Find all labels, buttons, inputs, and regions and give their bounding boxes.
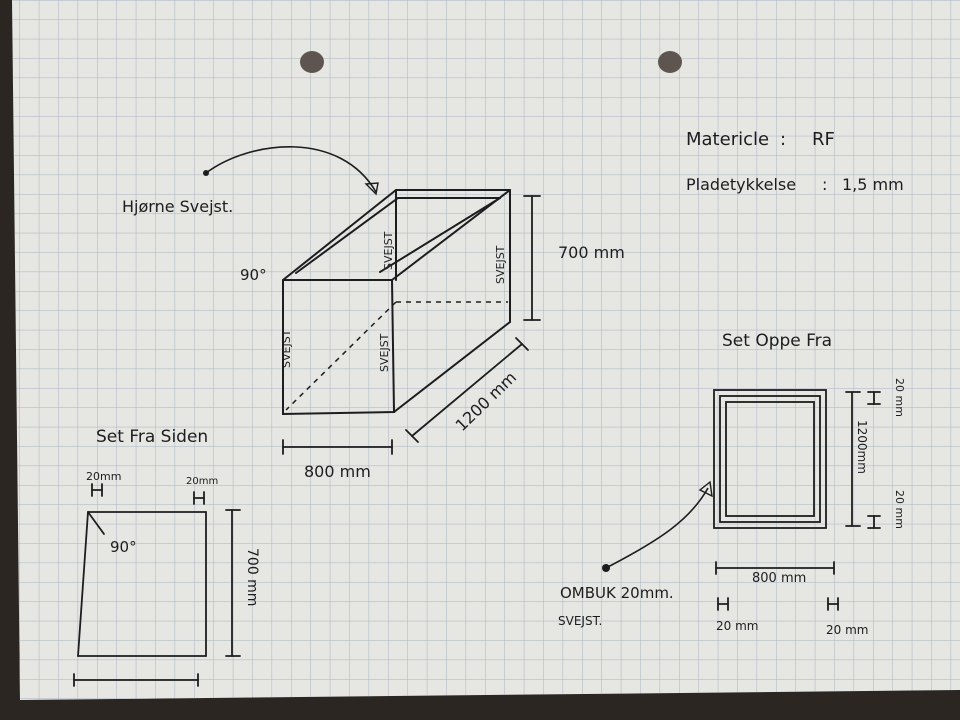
side-view-drawing	[73, 483, 241, 687]
hidden-edges	[285, 301, 508, 411]
material-value: RF	[812, 129, 835, 150]
iso-dimension-lines	[282, 195, 541, 455]
top-flange-left-label: 20 mm	[716, 619, 758, 633]
fold-note-line1: OMBUK 20mm.	[560, 584, 674, 602]
thickness-value: 1,5 mm	[842, 175, 904, 194]
punch-hole-left	[300, 51, 324, 73]
side-view-title: Set Fra Siden	[96, 427, 208, 447]
top-depth-label: 1200mm	[855, 420, 869, 474]
material-label: Matericle	[686, 129, 769, 150]
side-angle-label: 90°	[110, 538, 137, 556]
side-flange-right-label: 20mm	[186, 476, 218, 487]
thickness-label: Pladetykkelse	[686, 175, 796, 194]
paper-grid	[12, 0, 960, 700]
weld-label-right: SVEJST	[494, 245, 507, 284]
weld-label-back: SVEJST	[382, 231, 395, 270]
weld-label-front-right: SVEJST	[378, 333, 391, 372]
corner-angle-label: 90°	[240, 266, 267, 284]
top-view-title: Set Oppe Fra	[722, 331, 832, 351]
svg-text::: :	[780, 129, 786, 150]
fold-note-line2: SVEJST.	[558, 614, 602, 628]
side-height-label: 700 mm	[244, 548, 260, 606]
iso-height-label: 700 mm	[558, 243, 625, 262]
iso-width-label: 800 mm	[304, 462, 371, 481]
isometric-box	[282, 189, 511, 416]
corner-note-arrow	[205, 146, 377, 193]
corner-weld-note: Hjørne Svejst.	[122, 197, 233, 216]
punch-hole-right	[658, 51, 682, 73]
top-width-label: 800 mm	[752, 571, 806, 586]
fold-note-arrow	[605, 487, 709, 569]
top-view-drawing	[713, 389, 881, 611]
side-flange-left-label: 20mm	[86, 470, 121, 483]
svg-text::: :	[822, 175, 827, 194]
top-flange-bottom-label: 20 mm	[893, 490, 906, 529]
top-flange-top-label: 20 mm	[893, 378, 906, 417]
weld-label-front-left: SVEJST	[280, 329, 293, 368]
top-flange-right-label: 20 mm	[826, 623, 868, 637]
